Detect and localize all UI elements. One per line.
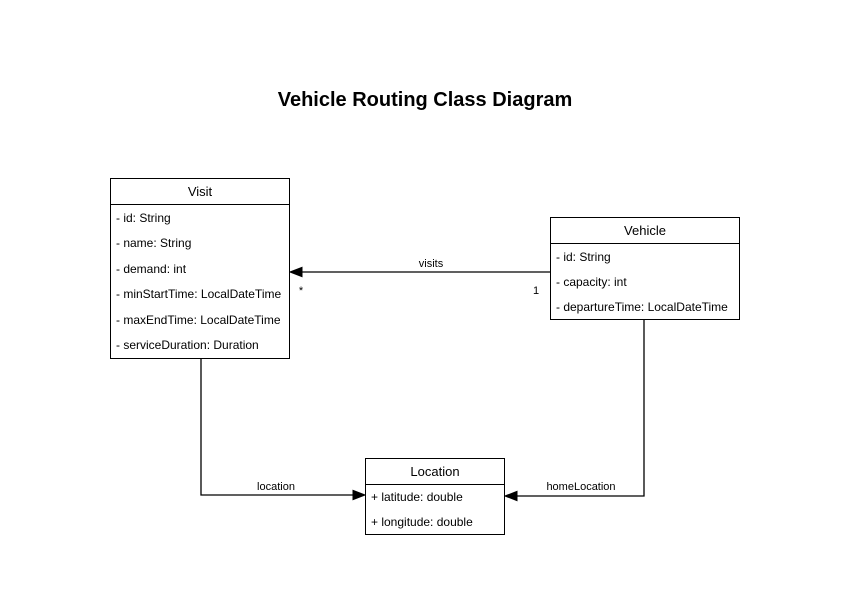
class-visit-attribute: - demand: int bbox=[116, 261, 187, 276]
edge-label-visits: visits bbox=[391, 258, 471, 271]
class-location: Location + latitude: double + longitude:… bbox=[365, 458, 505, 535]
arrowhead-homelocation-icon bbox=[503, 490, 518, 502]
class-visit-attribute: - minStartTime: LocalDateTime bbox=[116, 287, 282, 302]
edge-homelocation bbox=[503, 320, 645, 502]
edge-location-line bbox=[200, 359, 354, 496]
class-vehicle-attribute: - departureTime: LocalDateTime bbox=[556, 299, 728, 314]
edge-homelocation-line bbox=[516, 320, 645, 497]
class-vehicle-attribute: - capacity: int bbox=[556, 274, 627, 289]
edge-location bbox=[200, 359, 367, 501]
class-vehicle-attribute: - id: String bbox=[556, 249, 611, 264]
class-visit-attribute: - id: String bbox=[116, 210, 171, 225]
diagram-title: Vehicle Routing Class Diagram bbox=[277, 89, 573, 111]
class-location-attribute: + latitude: double bbox=[371, 490, 463, 505]
class-visit-attribute: - maxEndTime: LocalDateTime bbox=[116, 312, 281, 327]
class-vehicle: Vehicle - id: String - capacity: int - d… bbox=[550, 217, 740, 320]
class-visit-attribute: - name: String bbox=[116, 236, 192, 251]
arrowhead-visits-icon bbox=[288, 266, 303, 278]
class-visit-name: Visit bbox=[111, 179, 289, 205]
edge-label-location: location bbox=[236, 481, 316, 494]
multiplicity-visits-source: 1 bbox=[532, 285, 540, 297]
arrowhead-location-icon bbox=[352, 489, 367, 501]
class-location-attribute: + longitude: double bbox=[371, 514, 473, 529]
edge-label-homelocation: homeLocation bbox=[536, 481, 626, 494]
class-visit-attribute: - serviceDuration: Duration bbox=[116, 338, 259, 353]
class-vehicle-name: Vehicle bbox=[551, 218, 739, 244]
class-location-name: Location bbox=[366, 459, 504, 485]
edge-visits bbox=[288, 266, 550, 278]
multiplicity-visits-target: * bbox=[298, 285, 304, 297]
class-visit: Visit - id: String - name: String - dema… bbox=[110, 178, 290, 359]
